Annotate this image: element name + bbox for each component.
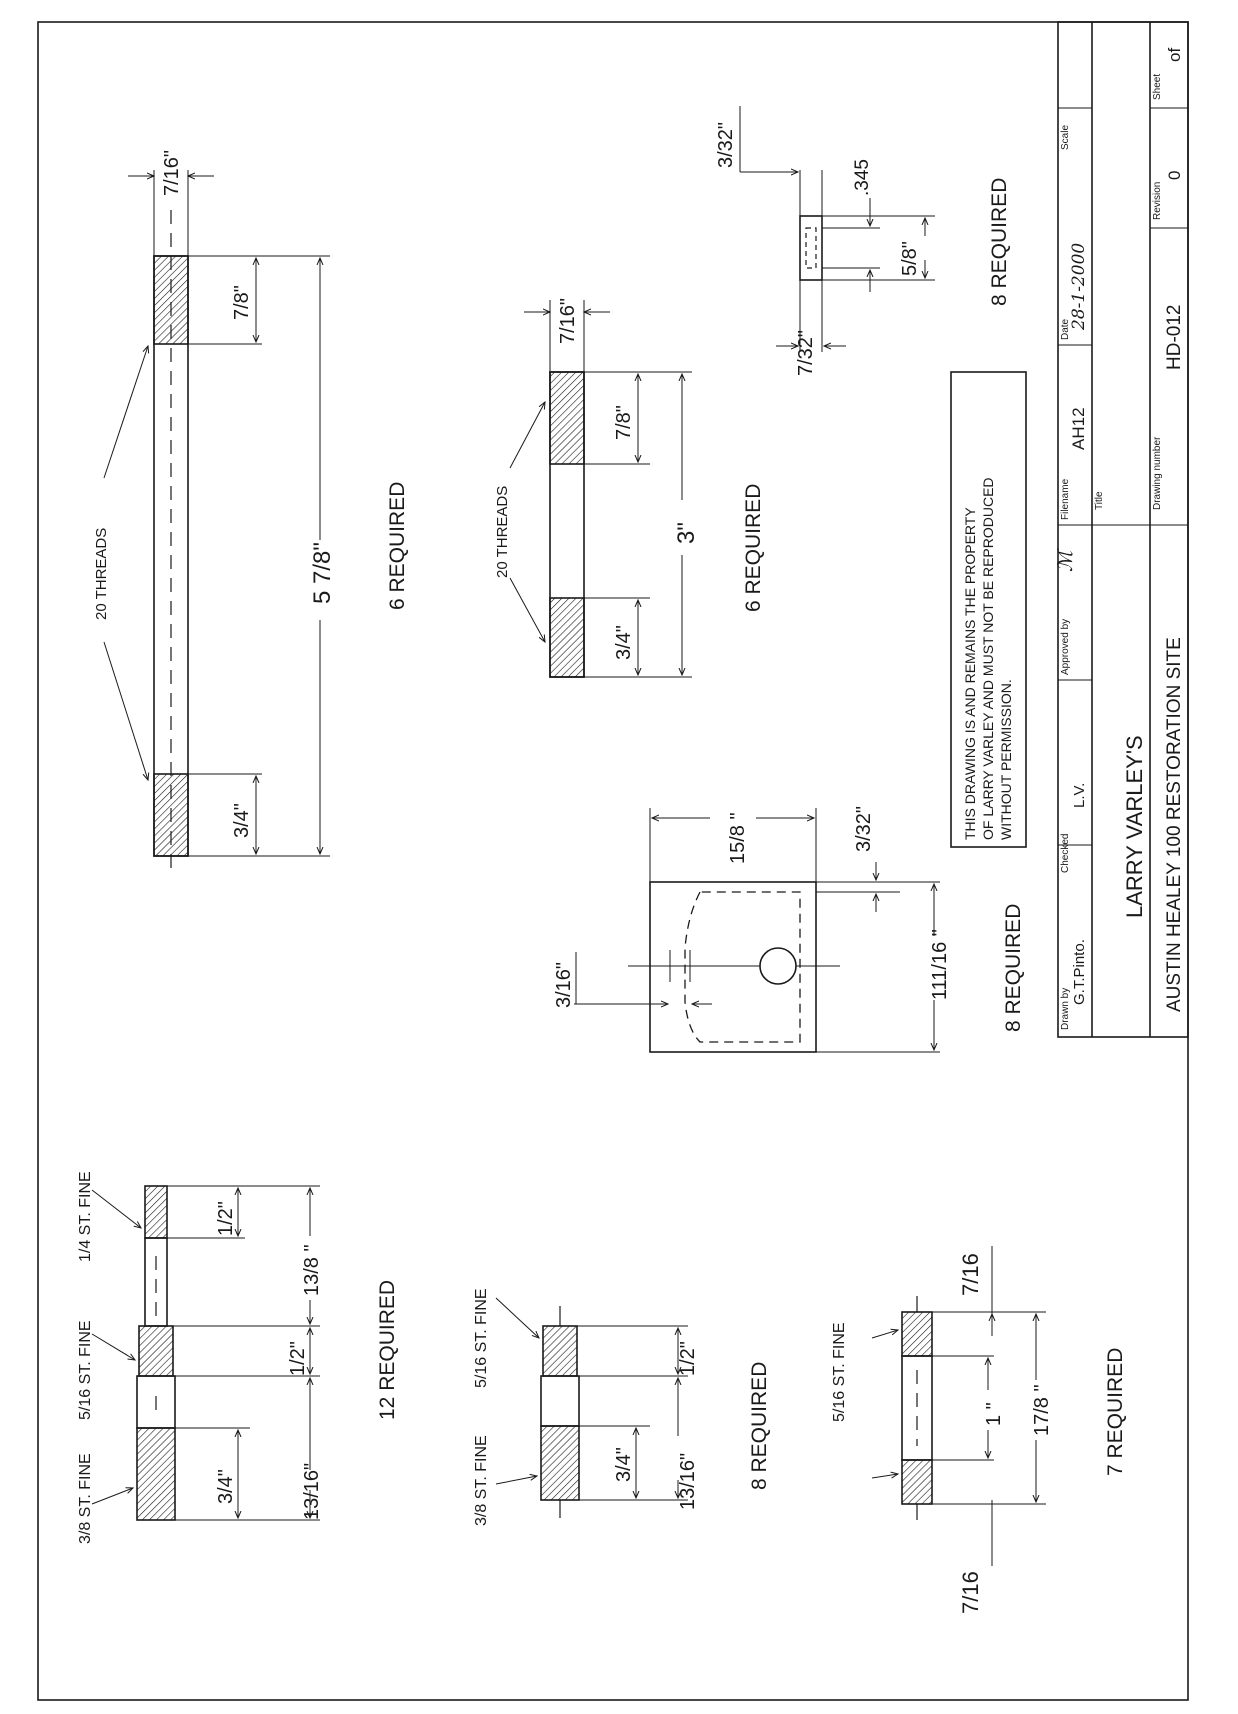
stud-three-d4: 13/16" (301, 1463, 323, 1520)
stud-one-d-right: 7/16 (958, 1253, 983, 1296)
stud-two-d1: 3/4" (613, 1447, 635, 1482)
plate-width: 15/8 " (727, 812, 749, 864)
stud-three-d2: 1/2" (287, 1341, 309, 1376)
stud-three-t3: 1/4 ST. FINE (77, 1171, 94, 1262)
stud-two-d2: 1/2" (677, 1341, 699, 1376)
stud-two-qty: 8 REQUIRED (748, 1362, 771, 1490)
stud-three-d5: 13/8 " (301, 1244, 323, 1296)
short-rod-threads: 20 THREADS (494, 486, 511, 578)
stud-three-d3: 1/2" (215, 1201, 237, 1236)
small-part-qty: 8 REQUIRED (988, 178, 1011, 306)
stud-one-d1: 1 " (983, 1402, 1005, 1426)
stud-three (91, 1185, 320, 1521)
scale-label: Scale (1060, 125, 1071, 150)
title-label: Title (1094, 491, 1105, 510)
small-part-345: .345 (852, 159, 873, 196)
title-block-text: Drawn by G.T.Pinto. Checked L.V. Approve… (1053, 48, 1185, 1030)
drawing-number-label: Drawing number (1152, 436, 1163, 510)
notice-line-3: WITHOUT PERMISSION. (998, 679, 1014, 840)
plate-labels: 15/8 " 3/32" 3/16" 111/16 " 8 REQUIRED (553, 806, 1025, 1032)
short-rod-labels: 20 THREADS 7/16" 7/8" 3/4" 3" 6 REQUIRED (494, 298, 765, 660)
stud-two (495, 1297, 688, 1518)
short-rod (509, 300, 692, 678)
long-rod-dim-a: 3/4" (231, 803, 253, 838)
small-part-732: 7/32" (795, 330, 817, 376)
notice-box: THIS DRAWING IS AND REMAINS THE PROPERTY… (950, 371, 1027, 848)
plate-hole: 3/16" (553, 962, 575, 1008)
filename-value: AH12 (1069, 407, 1088, 450)
plate-thick: 3/32" (853, 806, 875, 852)
notice-line-1: THIS DRAWING IS AND REMAINS THE PROPERTY (962, 507, 978, 840)
stud-three-d1: 3/4" (215, 1469, 237, 1504)
small-part-labels: 3/32" .345 5/8" 7/32" 8 REQUIRED (715, 122, 1011, 376)
short-rod-dim-b: 7/8" (613, 405, 635, 440)
long-rod-qty: 6 REQUIRED (386, 482, 409, 610)
short-rod-dia: 7/16" (557, 298, 579, 344)
stud-one-labels: 5/16 ST. FINE 7/16 7/16 1 " 17/8 " 7 REQ… (831, 1253, 1127, 1614)
title-line-1: LARRY VARLEY'S (1122, 735, 1147, 918)
plate-qty: 8 REQUIRED (1002, 904, 1025, 1032)
stud-three-t1: 3/8 ST. FINE (77, 1453, 94, 1544)
small-part-top: 3/32" (715, 122, 737, 168)
stud-one-qty: 7 REQUIRED (1104, 1348, 1127, 1476)
stud-two-d3: 13/16" (677, 1453, 699, 1510)
revision-label: Revision (1152, 182, 1163, 220)
drawn-by-label: Drawn by (1060, 988, 1071, 1030)
checked-label: Checked (1060, 834, 1071, 873)
stud-two-labels: 3/8 ST. FINE 5/16 ST. FINE 3/4" 1/2" 13/… (473, 1288, 771, 1526)
small-part (739, 106, 935, 352)
short-rod-dim-a: 3/4" (613, 625, 635, 660)
sheet-label: Sheet (1152, 74, 1163, 100)
stud-two-t1: 3/8 ST. FINE (473, 1435, 490, 1526)
date-label: Date (1060, 318, 1071, 340)
stud-one (871, 1246, 1046, 1566)
short-rod-qty: 6 REQUIRED (742, 484, 765, 612)
stud-one-d2: 17/8 " (1031, 1384, 1053, 1436)
signature-mark: ℳ (1053, 548, 1077, 572)
checked-value: L.V. (1071, 783, 1088, 808)
stud-one-d-left: 7/16 (958, 1571, 983, 1614)
sheet-value: of (1165, 48, 1184, 62)
long-rod-dim-b: 7/8" (231, 285, 253, 320)
stud-three-labels: 3/8 ST. FINE 5/16 ST. FINE 1/4 ST. FINE … (77, 1171, 399, 1544)
stud-three-t2: 5/16 ST. FINE (77, 1320, 94, 1420)
short-rod-length: 3" (673, 522, 700, 544)
notice-line-2: OF LARRY VARLEY AND MUST NOT BE REPRODUC… (980, 477, 996, 840)
stud-two-t2: 5/16 ST. FINE (473, 1288, 490, 1388)
plate-height: 111/16 " (929, 929, 951, 1000)
title-line-2: AUSTIN HEALEY 100 RESTORATION SITE (1164, 637, 1185, 1012)
date-value: 28-1-2000 (1069, 243, 1089, 331)
title-block (1057, 21, 1189, 1038)
revision-value: 0 (1165, 171, 1184, 180)
approved-by-label: Approved by (1060, 619, 1071, 675)
long-rod-threads: 20 THREADS (93, 528, 110, 620)
stud-one-t1: 5/16 ST. FINE (831, 1322, 848, 1422)
plate (574, 808, 940, 1053)
stud-three-qty: 12 REQUIRED (376, 1280, 399, 1420)
drawn-by-value: G.T.Pinto. (1071, 939, 1088, 1005)
long-rod-length: 5 7/8" (309, 542, 336, 604)
long-rod (103, 170, 330, 870)
filename-label: Filename (1060, 478, 1071, 520)
long-rod-labels: 20 THREADS 7/16" 7/8" 3/4" 5 7/8" 6 REQU… (93, 150, 409, 838)
long-rod-dia: 7/16" (161, 150, 183, 196)
small-part-58: 5/8" (899, 241, 921, 276)
drawing-number-value: HD-012 (1164, 305, 1185, 370)
